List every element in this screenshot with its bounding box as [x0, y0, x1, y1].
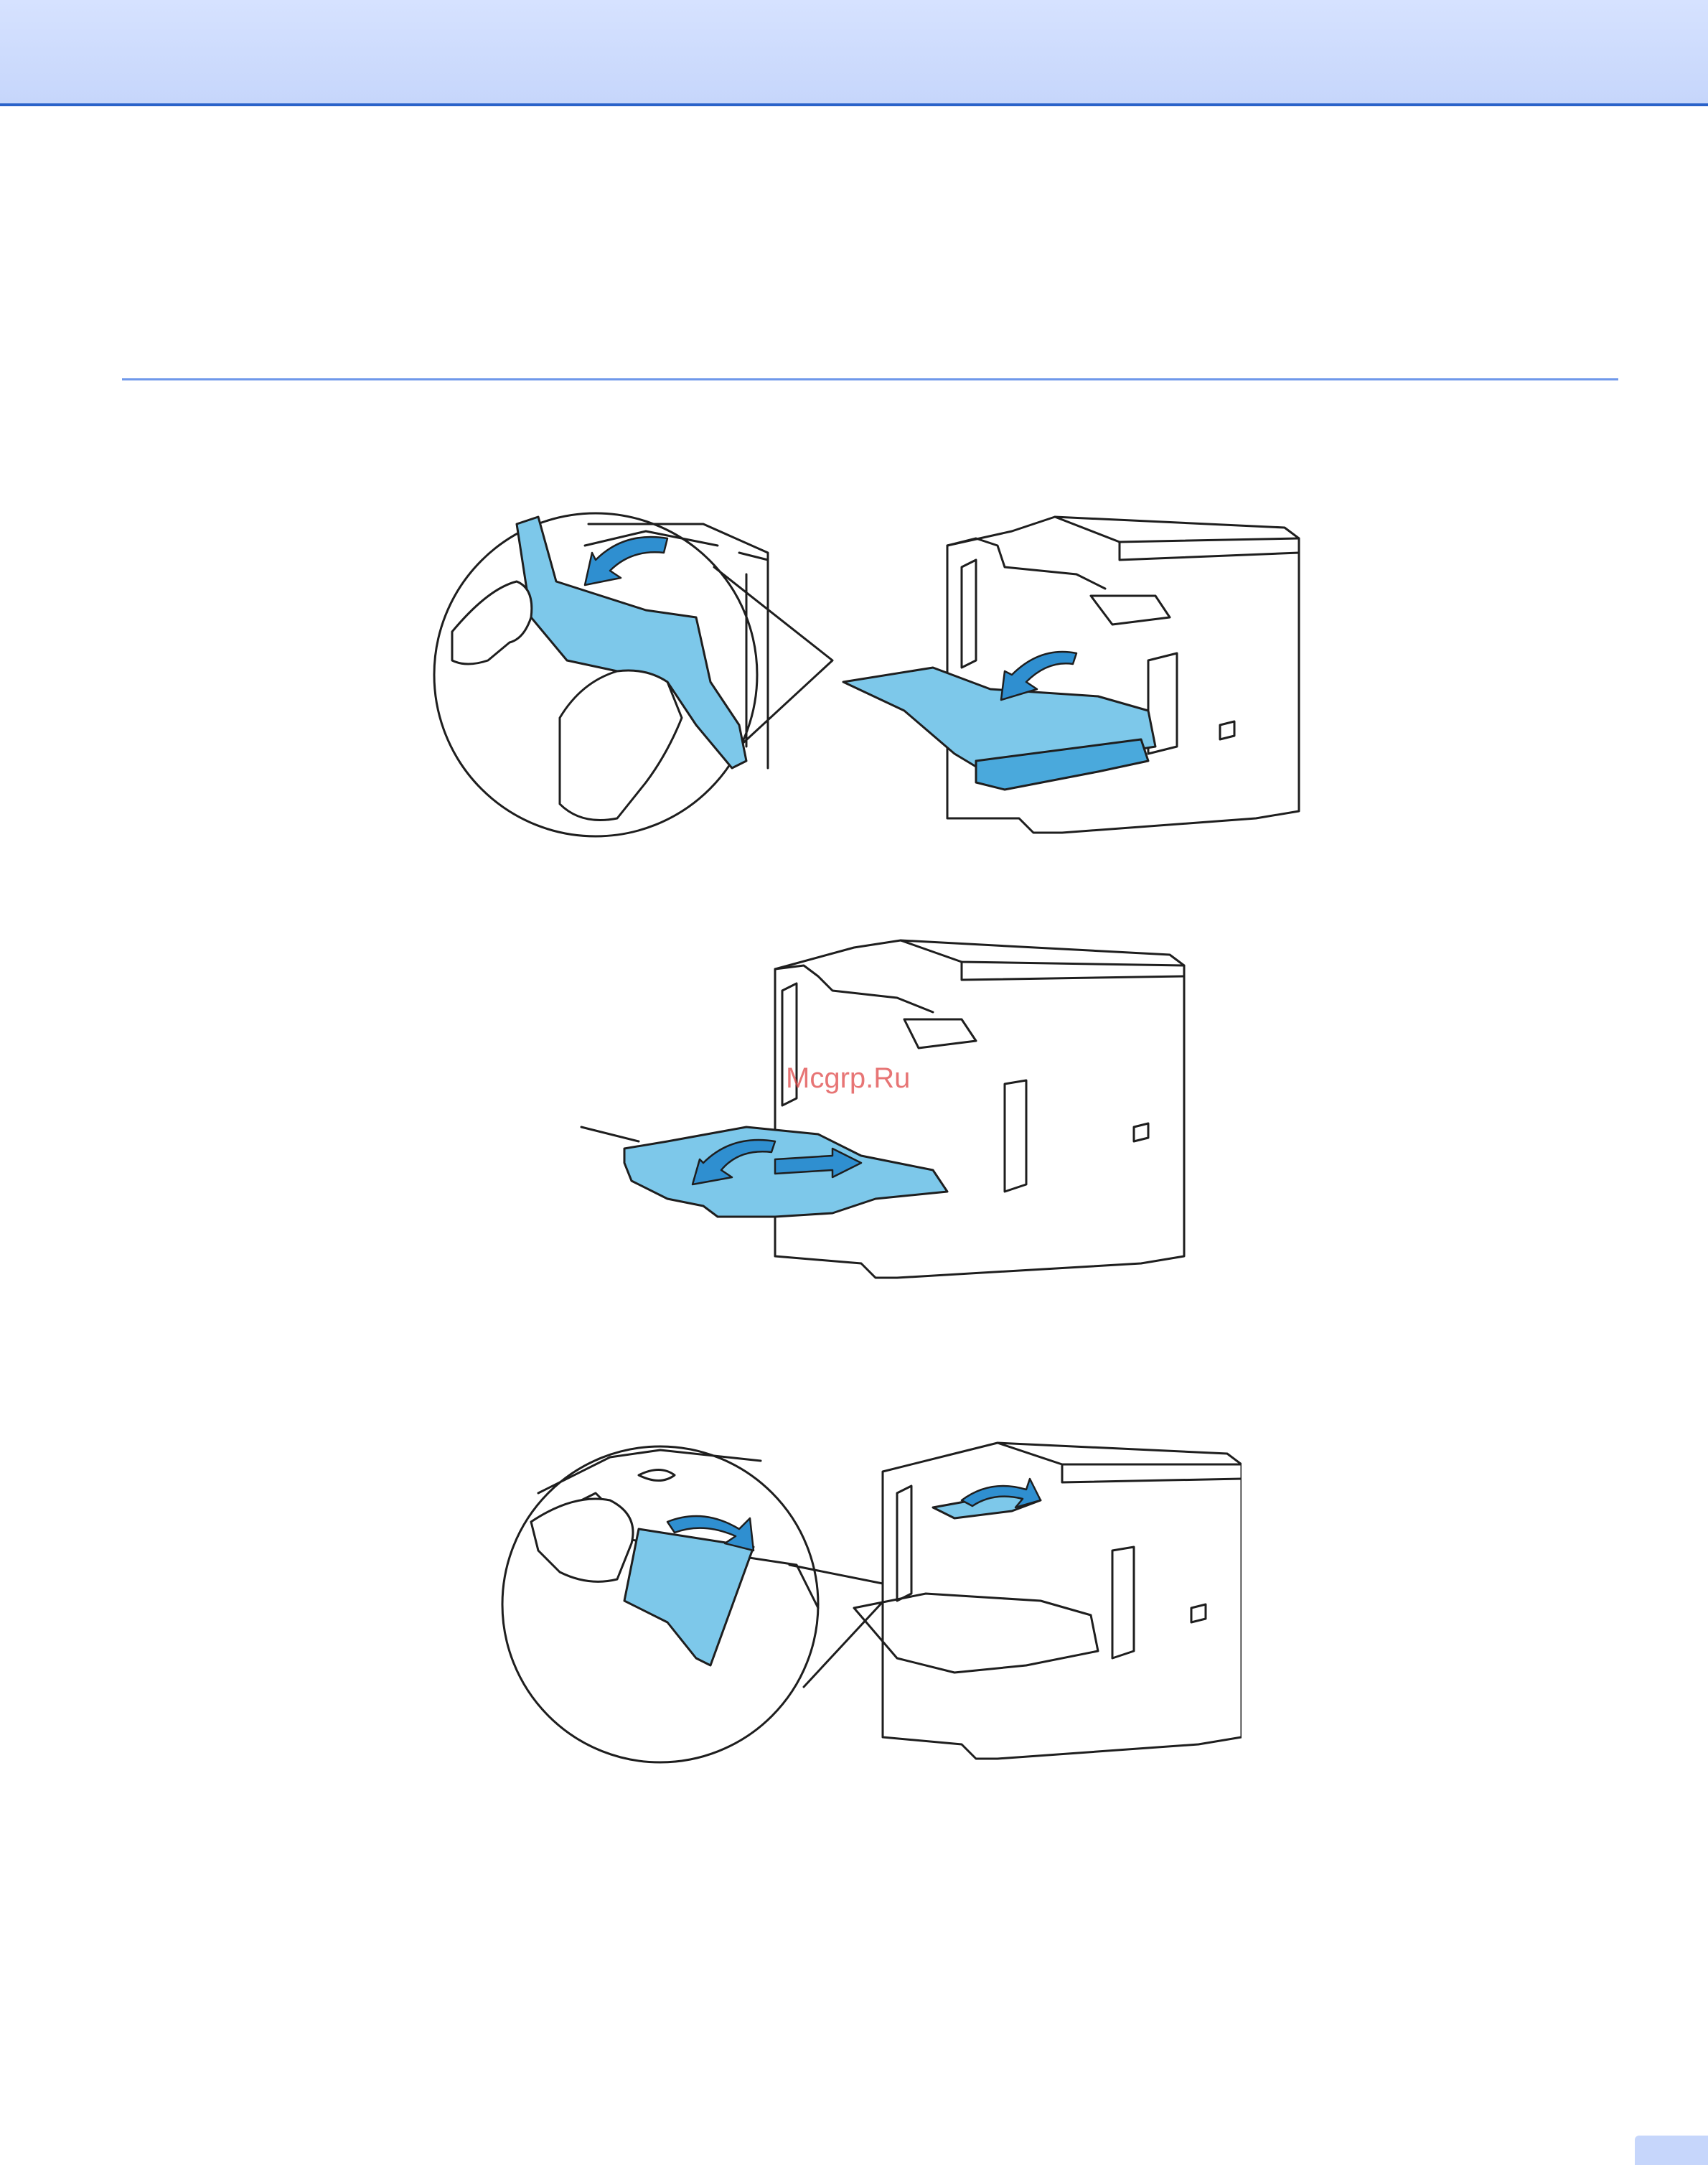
printer-illustration-1 — [431, 445, 1320, 847]
printer-illustration-2 — [560, 912, 1206, 1285]
figure-pull-tray-support — [560, 912, 1206, 1285]
page-number-tab — [1635, 2136, 1708, 2165]
figure-unfold-support-flap — [495, 1421, 1242, 1766]
section-divider — [122, 378, 1618, 380]
callout-leader — [581, 1127, 639, 1141]
printer-body-3 — [883, 1443, 1242, 1759]
watermark: Mcgrp.Ru — [786, 1062, 910, 1095]
header-band — [0, 0, 1708, 106]
figure-open-mp-tray — [431, 445, 1320, 847]
printer-illustration-3 — [495, 1421, 1242, 1766]
